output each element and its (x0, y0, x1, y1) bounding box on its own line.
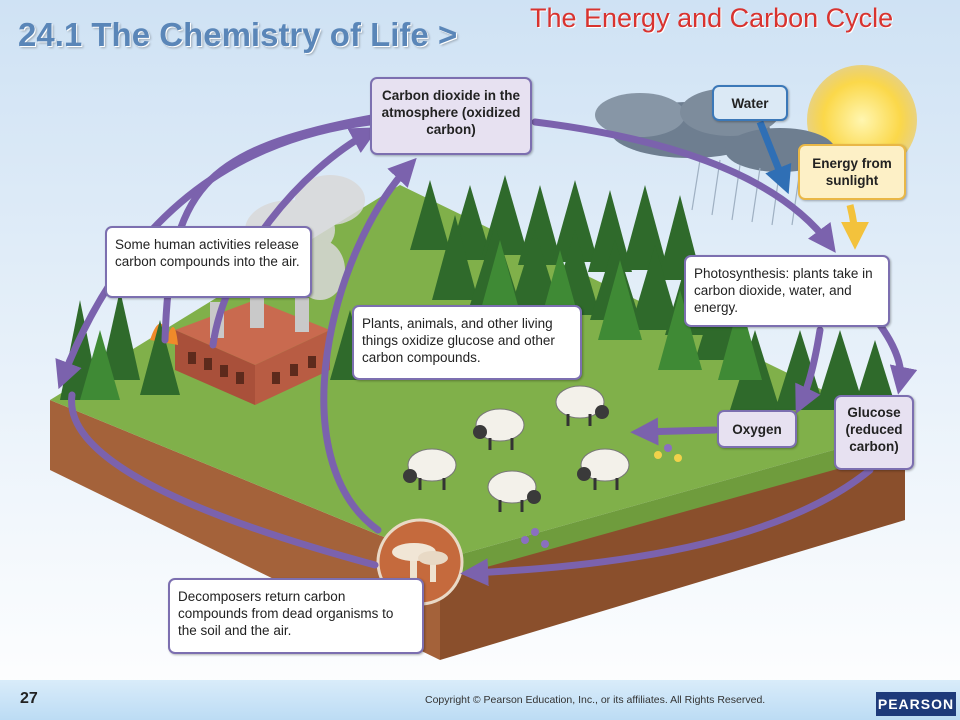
flowers (521, 444, 682, 548)
sheep (403, 448, 457, 490)
soil-right-face (440, 450, 905, 660)
chapter-title: 24.1 The Chemistry of Life > (18, 16, 458, 53)
label-photosynthesis: Photosynthesis: plants take in carbon di… (684, 255, 890, 327)
label-decomposers: Decomposers return carbon compounds from… (168, 578, 424, 654)
label-oxidize: Plants, animals, and other living things… (352, 305, 582, 380)
sheep (487, 470, 541, 512)
sheep-flock (403, 385, 630, 512)
copyright-text: Copyright © Pearson Education, Inc., or … (425, 694, 766, 706)
pearson-logo: PEARSON (876, 692, 956, 716)
sheep (555, 385, 609, 426)
label-glucose: Glucose (reduced carbon) (834, 395, 914, 470)
label-co2-atmosphere: Carbon dioxide in the atmosphere (oxidiz… (370, 77, 532, 155)
footer-band (0, 680, 960, 720)
page-number: 27 (20, 690, 38, 707)
label-energy-sunlight: Energy from sunlight (798, 144, 906, 200)
sheep (473, 408, 525, 450)
factory (150, 288, 330, 405)
sunlight-arrow (840, 204, 869, 250)
slide-title: The Energy and Carbon Cycle (530, 3, 894, 33)
label-oxygen: Oxygen (717, 410, 797, 448)
water-arrow (756, 120, 792, 195)
label-water: Water (712, 85, 788, 121)
label-human-activities: Some human activities release carbon com… (105, 226, 312, 298)
sheep (577, 448, 630, 490)
